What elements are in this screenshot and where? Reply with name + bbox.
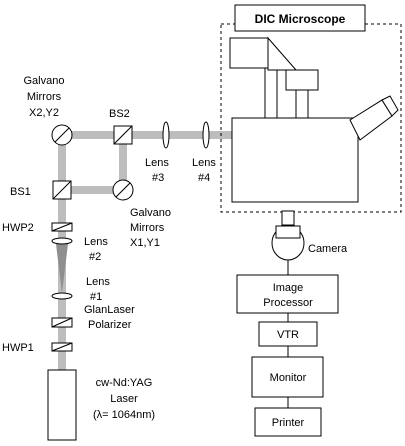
lens-2-label-line-2: #2 — [89, 251, 101, 263]
laser-beam-path — [58, 131, 232, 372]
camera — [271, 225, 305, 261]
galvano-mirror-x1y1 — [112, 179, 134, 201]
beam-splitter-1 — [52, 180, 72, 200]
galvano-x2y2-label-line-3: X2,Y2 — [29, 107, 59, 119]
lens-3-label-line-1: Lens — [145, 157, 169, 169]
camera-label: Camera — [308, 243, 348, 255]
vtr-label: VTR — [277, 329, 299, 341]
hwp2-label: HWP2 — [2, 222, 34, 234]
lens-1-label-line-1: Lens — [86, 276, 110, 288]
beam-focus-taper — [56, 244, 68, 293]
bs2-label: BS2 — [109, 108, 130, 120]
lens-1 — [51, 292, 73, 300]
lens-4-label-line-1: Lens — [192, 157, 216, 169]
microscope-eyepiece — [349, 95, 399, 141]
microscope-title: DIC Microscope — [255, 12, 346, 26]
vtr-box — [258, 321, 318, 347]
laser-label: cw-Nd:YAG Laser (λ= 1064nm) — [93, 377, 155, 421]
lens-4-label-line-2: #4 — [198, 172, 210, 184]
galvano-x1y1-label-line-1: Galvano — [130, 207, 171, 219]
lens-3-label-line-2: #3 — [152, 172, 164, 184]
polarizer-prism — [51, 317, 73, 328]
bs1-label: BS1 — [10, 186, 31, 198]
monitor-box — [251, 356, 324, 398]
galvano-x1y1-label-line-2: Mirrors — [130, 222, 165, 234]
beam-splitter-2 — [113, 125, 133, 145]
laser-label-line-1: cw-Nd:YAG — [96, 377, 153, 389]
hwp1-waveplate — [51, 342, 73, 352]
lens-2 — [51, 237, 73, 245]
galvano-x2y2-label-line-1: Galvano — [24, 75, 65, 87]
microscope-body — [229, 36, 399, 226]
lens-2-label-line-1: Lens — [84, 236, 108, 248]
image-processor-box — [236, 274, 339, 314]
polarizer-label-line-2: Polarizer — [88, 319, 132, 331]
microscope-title-box — [234, 4, 366, 32]
polarizer-label-line-1: GlanLaser — [84, 304, 135, 316]
lens-3 — [162, 121, 170, 149]
hwp2-waveplate — [51, 222, 73, 232]
laser-body — [47, 369, 77, 441]
printer-box — [254, 407, 322, 437]
image-processor-label-line-2: Processor — [263, 297, 313, 309]
galvano-mirror-x2y2 — [51, 124, 73, 146]
printer-label: Printer — [272, 417, 305, 429]
hwp1-label: HWP1 — [2, 342, 34, 354]
lens-4 — [202, 121, 210, 149]
galvano-x2y2-label-line-2: Mirrors — [27, 91, 62, 103]
laser-label-line-3: (λ= 1064nm) — [93, 409, 155, 421]
galvano-x1y1-label-line-3: X1,Y1 — [130, 237, 160, 249]
lens-1-label-line-2: #1 — [90, 291, 102, 303]
monitor-label: Monitor — [270, 372, 307, 384]
image-processor-label-line-1: Image — [273, 282, 304, 294]
laser-label-line-2: Laser — [110, 393, 138, 405]
